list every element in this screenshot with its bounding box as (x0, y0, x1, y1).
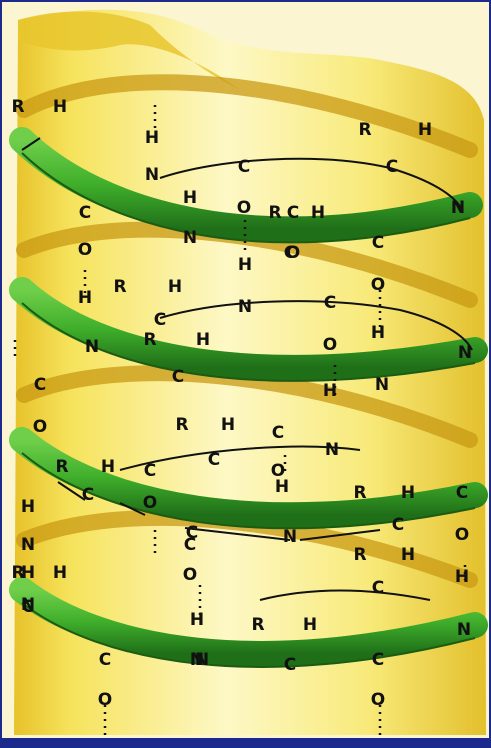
atom-label-c: C (208, 450, 220, 470)
atom-label-h: H (196, 330, 210, 350)
atom-label-h: H (418, 120, 432, 140)
atom-label-c: C (392, 515, 404, 535)
atom-label-c: C (456, 483, 468, 503)
atom-label-h: H (53, 97, 67, 117)
atom-label-c: C (34, 375, 46, 395)
atom-label-h: H (323, 381, 337, 401)
atom-label-c: C (386, 157, 398, 177)
atom-label-h: H (401, 483, 415, 503)
atom-label-n: N (283, 527, 297, 547)
atom-label-n: N (145, 165, 159, 185)
atom-label-c: C (22, 597, 34, 617)
atom-label-r: R (353, 545, 366, 565)
atom-label-r: R (358, 120, 371, 140)
atom-label-h: H (455, 567, 469, 587)
atom-label-h: H (101, 457, 115, 477)
atom-label-c: C (154, 310, 166, 330)
atom-label-h: H (371, 323, 385, 343)
atom-label-n: N (451, 198, 465, 218)
atom-label-h: H (190, 610, 204, 630)
atom-label-r: R (113, 277, 126, 297)
atom-label-c: C (284, 655, 296, 675)
atom-label-c: C (184, 535, 196, 555)
atom-label-h: H (221, 415, 235, 435)
atom-label-c: C (372, 650, 384, 670)
atom-label-c: C (79, 203, 91, 223)
atom-label-r: R (11, 97, 24, 117)
atom-label-o: O (371, 275, 385, 295)
atom-label-h: H (21, 497, 35, 517)
atom-label-o: O (237, 198, 251, 218)
atom-label-r: R (175, 415, 188, 435)
atom-label-o: O (143, 493, 157, 513)
atom-label-h: H (183, 188, 197, 208)
atom-label-c: C (144, 461, 156, 481)
atom-label-o: O (98, 690, 112, 710)
atom-label-r: R (143, 330, 156, 350)
atom-label-c: C (238, 157, 250, 177)
atom-label-r: R (11, 563, 24, 583)
atom-label-h: H (238, 255, 252, 275)
atom-label-h: H (78, 288, 92, 308)
atom-label-h: H (145, 128, 159, 148)
atom-label-c: C (372, 233, 384, 253)
atom-label-o: O (371, 690, 385, 710)
atom-label-h: H (401, 545, 415, 565)
atom-label-n: N (85, 337, 99, 357)
atom-label-c: C (287, 203, 299, 223)
atom-label-c: C (324, 293, 336, 313)
atom-label-n: N (195, 650, 209, 670)
atom-label-r: R (251, 615, 264, 635)
atom-label-c: C (284, 243, 296, 263)
atom-label-n: N (375, 375, 389, 395)
frame-bottom-strip (0, 738, 491, 748)
atom-label-c: C (272, 423, 284, 443)
atom-label-o: O (33, 417, 47, 437)
atom-label-n: N (457, 620, 471, 640)
atom-label-n: N (238, 297, 252, 317)
atom-label-h: H (303, 615, 317, 635)
atom-label-h: H (311, 203, 325, 223)
atom-label-n: N (325, 440, 339, 460)
atom-label-n: N (21, 535, 35, 555)
atom-label-c: C (372, 578, 384, 598)
atom-label-o: O (183, 565, 197, 585)
atom-label-o: O (455, 525, 469, 545)
atom-label-r: R (55, 457, 68, 477)
atom-label-n: N (183, 228, 197, 248)
atom-label-c: C (99, 650, 111, 670)
atom-label-o: O (78, 240, 92, 260)
atom-label-o: O (323, 335, 337, 355)
atom-label-r: R (268, 203, 281, 223)
atom-label-c: C (172, 367, 184, 387)
atom-label-r: R (353, 483, 366, 503)
atom-label-h: H (168, 277, 182, 297)
atom-label-h: H (275, 477, 289, 497)
atom-label-n: N (458, 343, 472, 363)
atom-label-c: C (82, 485, 94, 505)
atom-label-h: H (53, 563, 67, 583)
